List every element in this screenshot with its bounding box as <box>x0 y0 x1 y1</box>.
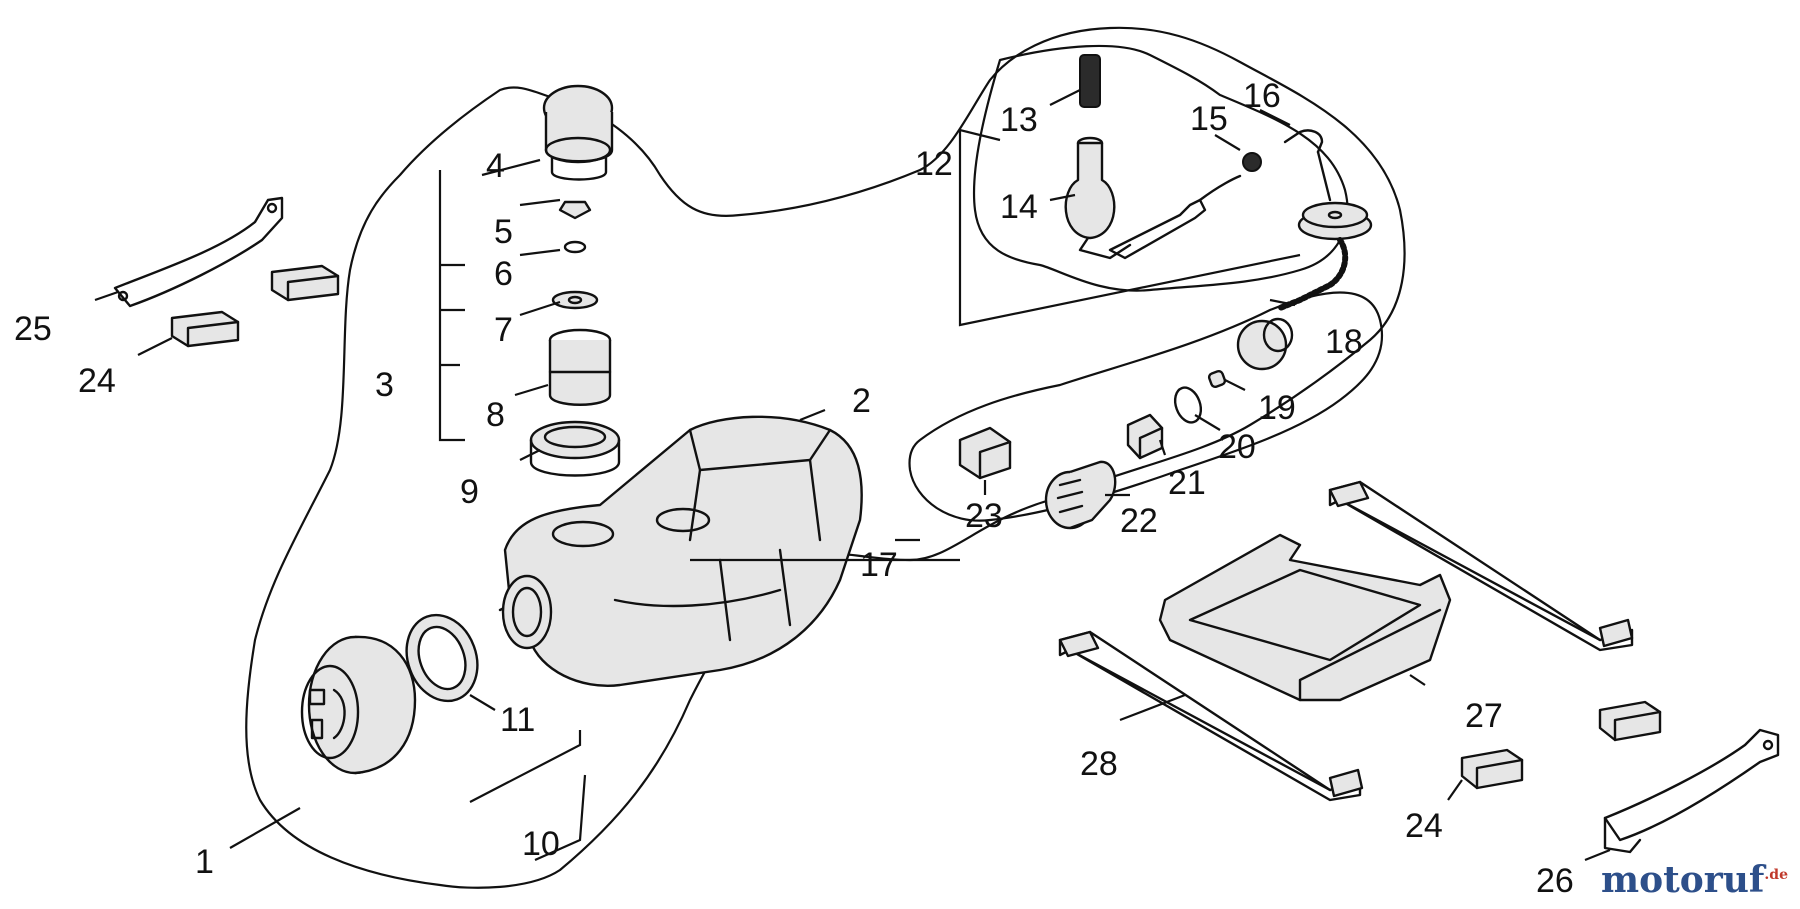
callout-18: 18 <box>1325 323 1363 361</box>
callout-26: 26 <box>1536 862 1574 900</box>
watermark-brand: motoruf <box>1601 859 1765 901</box>
vent-cap-4 <box>542 84 614 181</box>
callout-labels: 1 2 3 4 5 6 7 8 9 10 11 12 13 14 15 16 1… <box>14 77 1574 900</box>
tank-assembly-outline <box>245 26 1406 889</box>
fuel-cap-10 <box>300 635 417 775</box>
callout-12: 12 <box>915 145 953 183</box>
fuel-tank-2 <box>498 415 863 687</box>
bracket-25 <box>113 196 284 308</box>
callout-24-right: 24 <box>1405 807 1443 845</box>
element-23 <box>958 426 1012 480</box>
callout-21: 21 <box>1168 464 1206 502</box>
bulb-13-14 <box>1064 54 1132 260</box>
watermark-suffix: .de <box>1764 867 1788 883</box>
rubber-block-24-left <box>170 264 340 348</box>
sleeve-8 <box>548 328 612 406</box>
rubber-block-24-right <box>1460 700 1662 790</box>
tray-27 <box>1158 533 1452 702</box>
callout-15: 15 <box>1190 100 1228 138</box>
callout-23: 23 <box>965 497 1003 535</box>
callout-10: 10 <box>522 825 560 863</box>
leader-lines <box>94 89 1611 862</box>
callout-2: 2 <box>852 382 871 420</box>
weight-22 <box>1044 460 1117 530</box>
callout-9: 9 <box>460 473 479 511</box>
callout-11: 11 <box>500 701 535 739</box>
callout-17: 17 <box>860 546 898 584</box>
ring-9 <box>529 420 621 477</box>
filler-neck <box>501 574 553 650</box>
callout-14: 14 <box>1000 188 1038 226</box>
watermark-logo: motoruf.de <box>1601 859 1788 901</box>
callout-8: 8 <box>486 396 505 434</box>
strap-28 <box>1058 630 1364 802</box>
callout-20: 20 <box>1218 428 1256 466</box>
valve-parts-5-7 <box>551 200 599 310</box>
filter-parts-19-20 <box>1173 369 1227 424</box>
callout-25: 25 <box>14 310 52 348</box>
callout-3: 3 <box>375 366 394 404</box>
bracket-26 <box>1603 728 1780 854</box>
callout-7: 7 <box>494 311 513 349</box>
fuel-pickup-18 <box>1236 201 1373 371</box>
callout-28: 28 <box>1080 745 1118 783</box>
callout-27: 27 <box>1465 697 1503 735</box>
callout-1: 1 <box>195 843 214 881</box>
callout-24-left: 24 <box>78 362 116 400</box>
callout-16: 16 <box>1243 77 1281 115</box>
filter-21 <box>1126 413 1164 460</box>
valve-group-outline <box>972 44 1349 292</box>
callout-6: 6 <box>494 255 513 293</box>
strap-right <box>1328 480 1634 652</box>
line-15-16 <box>1108 129 1332 260</box>
callout-5: 5 <box>494 213 513 251</box>
callout-22: 22 <box>1120 502 1158 540</box>
callout-4: 4 <box>486 147 505 185</box>
filter-group-outline <box>908 291 1383 522</box>
callout-19: 19 <box>1258 389 1296 427</box>
callout-13: 13 <box>1000 101 1038 139</box>
